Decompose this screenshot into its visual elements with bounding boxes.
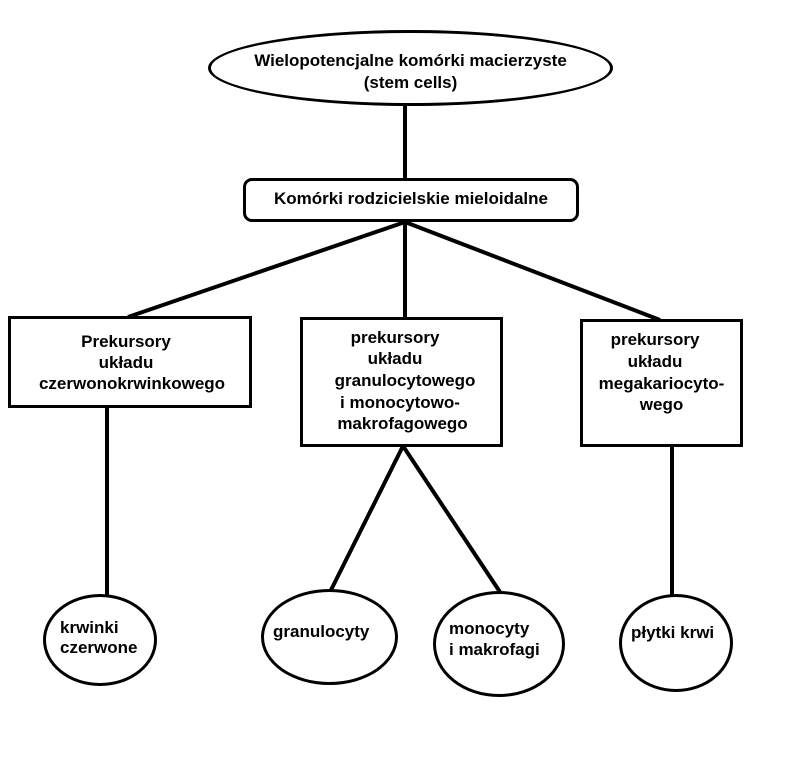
red-blood-cells-node <box>43 594 157 686</box>
edge-granulo-monocytes <box>401 444 502 594</box>
megakaryocyte-precursor-line: prekursory <box>610 330 700 349</box>
stem-cells-node <box>208 30 613 106</box>
erythroid-precursor-line: czerwonokrwinkowego <box>38 374 226 393</box>
megakaryocyte-precursor-line: megakariocyto- <box>598 374 725 393</box>
granulocytes-node <box>261 589 398 685</box>
erythroid-precursor-node <box>8 316 252 408</box>
megakaryocyte-precursor-node <box>580 319 743 447</box>
granulo-monocyte-precursor-line: układu <box>367 349 423 368</box>
megakaryocyte-precursor-line: wego <box>639 395 684 414</box>
megakaryocyte-precursor-line: układu <box>627 352 683 371</box>
erythroid-precursor-line: układu <box>98 353 154 372</box>
edge-progenitor-megakaryocyte <box>404 220 661 322</box>
myeloid-progenitor-node <box>243 178 579 222</box>
stem-cells-label-line1: Wielopotencjalne komórki macierzyste <box>254 51 567 70</box>
monocytes-macrophages-node <box>433 591 565 697</box>
erythroid-precursor-line: Prekursory <box>81 332 171 351</box>
monocytes-macrophages-line: monocyty <box>449 619 530 638</box>
red-blood-cells-line: krwinki <box>60 618 119 637</box>
edge-progenitor-erythroid <box>127 220 406 319</box>
granulo-monocyte-precursor-line: granulocytowego <box>334 371 476 390</box>
stem-cells-label-line2: (stem cells) <box>363 73 458 92</box>
platelets-node <box>619 594 733 692</box>
red-blood-cells-line: czerwone <box>60 638 138 657</box>
granulocytes-line: granulocyty <box>273 622 370 641</box>
platelets-line: płytki krwi <box>631 623 715 642</box>
myeloid-progenitor-label: Komórki rodzicielskie mieloidalne <box>274 189 548 208</box>
granulo-monocyte-precursor-node <box>300 317 503 447</box>
granulo-monocyte-precursor-line: prekursory <box>350 328 440 347</box>
edge-granulo-granulocytes <box>329 445 405 591</box>
monocytes-macrophages-line: i makrofagi <box>449 640 540 659</box>
granulo-monocyte-precursor-line: i monocytowo- <box>340 393 460 412</box>
granulo-monocyte-precursor-line: makrofagowego <box>337 414 468 433</box>
